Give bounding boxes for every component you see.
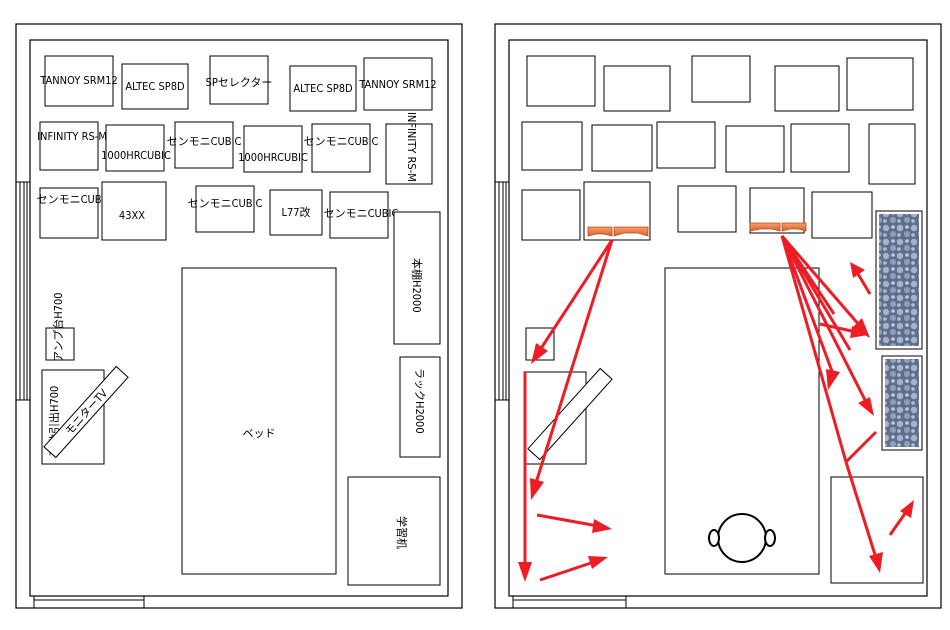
- tannoy-left-speaker: [44, 55, 114, 107]
- sentemoni-cubic-3: [39, 187, 99, 239]
- inner-wall: [29, 39, 449, 597]
- box-r3-3: [677, 185, 737, 233]
- box-r2-1: [521, 121, 583, 171]
- sentemoni-cubic-5: [329, 191, 389, 239]
- altec-right-speaker: [289, 65, 357, 112]
- infinity-left-label: INFINITY RS-M: [37, 130, 107, 143]
- absorber-texture-lower: [885, 359, 919, 447]
- sentemoni-cubic-1-label: センモニCUBIC: [167, 135, 242, 148]
- bed-label: ベッド: [243, 427, 276, 440]
- inner-wall-right: [508, 39, 928, 597]
- study-desk-label: 学習机: [395, 516, 409, 549]
- box-r1-1: [526, 55, 596, 107]
- infinity-right-speaker: [385, 123, 433, 185]
- absorber-texture-upper: [879, 214, 919, 346]
- tannoy-right-speaker: [363, 57, 433, 111]
- box-r2-2: [591, 124, 653, 172]
- l77-speaker-label: L77改: [281, 205, 310, 219]
- sentemoni-cubic-4: [195, 185, 255, 233]
- hr1000-right-label: 1000HRCUBIC: [238, 151, 308, 164]
- amp-stand: [45, 327, 75, 361]
- altec-left-label: ALTEC SP8D: [125, 80, 185, 93]
- box-r1-5: [846, 57, 914, 111]
- right-room-plan: [494, 23, 942, 609]
- bed-right: [664, 267, 820, 575]
- speaker-drivers-right: [749, 222, 807, 232]
- listener-head: [708, 513, 776, 563]
- hr1000-left-speaker: [105, 124, 165, 172]
- window: [16, 181, 30, 401]
- altec-right-label: ALTEC SP8D: [293, 82, 353, 95]
- sentemoni-cubic-5-label: センモニCUBIC: [324, 207, 399, 220]
- left-room-plan: TANNOY SRM12 ALTEC SP8D SPセレクター ALTEC SP…: [15, 23, 463, 609]
- amp-stand-label: アンプ台H700: [51, 292, 65, 362]
- hr1000-left-label: 1000HRCUBIC: [101, 149, 171, 162]
- rack: [399, 356, 441, 458]
- box-r3-5: [811, 191, 873, 239]
- sentemoni-cubic-2-label: センモニCUBIC: [304, 135, 379, 148]
- study-desk: [347, 476, 441, 586]
- tannoy-right-label: TANNOY SRM12: [358, 78, 436, 91]
- box-r1-2: [603, 65, 671, 112]
- bookshelf: [393, 211, 441, 345]
- sound-reflection-arrows: [518, 235, 914, 582]
- door-right: [512, 596, 627, 608]
- bed: [181, 267, 337, 575]
- altec-left-speaker: [121, 63, 189, 110]
- box-r2-3: [656, 121, 716, 169]
- l77-speaker: [269, 189, 323, 236]
- sentemoni-cubic-2: [311, 123, 371, 173]
- sp-selector-label: SPセレクター: [206, 76, 273, 89]
- window-right: [495, 181, 509, 401]
- infinity-left-speaker: [39, 121, 99, 171]
- infinity-right-label: INFINITY RS-M: [405, 112, 418, 182]
- door: [33, 596, 145, 608]
- hr1000-right-speaker: [243, 125, 303, 173]
- tannoy-left-label: TANNOY SRM12: [39, 74, 117, 87]
- box-r2-5: [790, 123, 850, 173]
- outer-wall: [15, 23, 463, 609]
- box-r1-4: [774, 65, 840, 112]
- sp-selector: [209, 55, 269, 105]
- speaker-43xx-label: 43XX: [119, 209, 145, 222]
- box-r2-6: [868, 123, 916, 185]
- speaker-43xx: [101, 181, 167, 241]
- outer-wall-right: [494, 23, 942, 609]
- desk-right: [830, 476, 924, 584]
- sentemoni-cubic-3-label: センモニCUBIC: [37, 193, 112, 206]
- sentemoni-cubic-1: [174, 121, 234, 169]
- box-r3-1: [521, 189, 581, 241]
- bookshelf-label: 本棚H2000: [410, 258, 424, 313]
- speaker-drivers-left: [587, 226, 649, 237]
- box-r1-3: [691, 55, 751, 103]
- box-r2-4: [725, 125, 785, 173]
- sentemoni-cubic-4-label: センモニCUBIC: [188, 197, 263, 210]
- rack-label: ラックH2000: [413, 368, 426, 434]
